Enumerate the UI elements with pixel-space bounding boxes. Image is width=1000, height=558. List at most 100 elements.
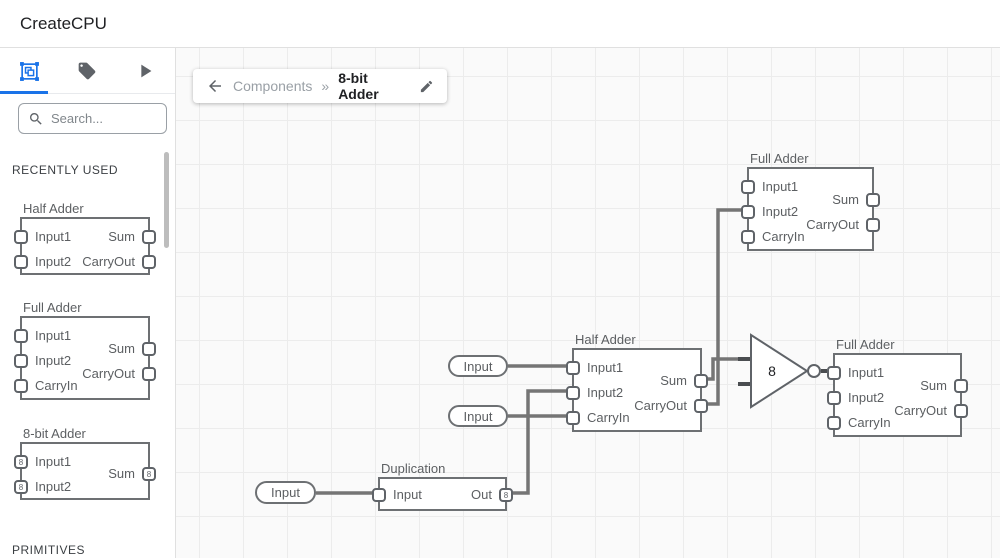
node-half-adder[interactable]: Half Adder Input1 Input2 CarryIn Sum Car… bbox=[566, 332, 708, 432]
input-port[interactable] bbox=[566, 386, 580, 400]
port-label: CarryOut bbox=[82, 254, 135, 269]
node-title: 8-bit Adder bbox=[23, 426, 86, 441]
breadcrumb-separator: » bbox=[321, 78, 330, 94]
port-label: CarryOut bbox=[82, 366, 135, 381]
port-label: CarryIn bbox=[35, 378, 78, 393]
output-port[interactable]: 8 bbox=[142, 467, 156, 481]
input-port[interactable] bbox=[741, 205, 755, 219]
sidebar-tabs bbox=[0, 48, 175, 94]
search-input[interactable] bbox=[51, 111, 156, 126]
buffer-width-label: 8 bbox=[768, 363, 776, 379]
breadcrumb-parent[interactable]: Components bbox=[233, 78, 313, 94]
port-label: Sum bbox=[660, 373, 687, 388]
port-label: CarryOut bbox=[806, 217, 859, 232]
port-label: Input1 bbox=[35, 454, 72, 469]
preview-8bit-adder[interactable]: 8-bit Adder 8 8 8 Input1 Input2 Sum bbox=[14, 426, 156, 500]
input-port[interactable] bbox=[827, 391, 841, 405]
output-port[interactable] bbox=[142, 342, 156, 356]
components-icon bbox=[19, 61, 39, 81]
input-port[interactable] bbox=[14, 230, 28, 244]
port-label: Input2 bbox=[35, 353, 72, 368]
search-icon bbox=[29, 112, 42, 125]
active-tab-indicator bbox=[0, 91, 48, 94]
output-port[interactable] bbox=[866, 193, 880, 207]
output-port[interactable]: 8 bbox=[499, 488, 513, 502]
node-title: Full Adder bbox=[23, 300, 82, 315]
node-full-adder-top[interactable]: Full Adder Input1 Input2 CarryIn Sum Car… bbox=[741, 151, 880, 251]
input-port[interactable] bbox=[827, 366, 841, 380]
breadcrumb: Components » 8-bit Adder bbox=[193, 69, 447, 103]
port-label: CarryOut bbox=[634, 398, 687, 413]
port-label: Input1 bbox=[762, 179, 799, 194]
port-label: Input1 bbox=[848, 365, 885, 380]
input-port[interactable] bbox=[741, 180, 755, 194]
bus-width-badge: 8 bbox=[146, 469, 152, 479]
edit-name-button[interactable] bbox=[419, 79, 434, 94]
port-label: CarryIn bbox=[848, 415, 891, 430]
section-recently-used: RECENTLY USED bbox=[12, 163, 119, 177]
port-label: Out bbox=[471, 487, 492, 502]
app-title: CreateCPU bbox=[20, 13, 107, 33]
port-label: Input1 bbox=[587, 360, 624, 375]
tag-icon bbox=[78, 62, 96, 80]
input-port[interactable] bbox=[741, 230, 755, 244]
tab-components[interactable] bbox=[0, 48, 58, 94]
preview-half-adder[interactable]: Half Adder Input1 Input2 Sum CarryOut bbox=[14, 201, 156, 275]
node-duplication[interactable]: Duplication 8 Input Out bbox=[372, 461, 513, 511]
tab-run[interactable] bbox=[116, 48, 174, 94]
bus-width-badge: 8 bbox=[18, 457, 24, 467]
input-port[interactable] bbox=[14, 354, 28, 368]
input-port[interactable] bbox=[372, 488, 386, 502]
play-icon bbox=[141, 64, 152, 78]
sidebar-scrollbar[interactable] bbox=[164, 152, 169, 248]
node-title: Full Adder bbox=[836, 337, 895, 352]
wire[interactable] bbox=[706, 208, 748, 406]
back-button[interactable] bbox=[206, 77, 224, 95]
port-label: Input2 bbox=[35, 479, 72, 494]
port-label: Input2 bbox=[762, 204, 799, 219]
node-title: Full Adder bbox=[750, 151, 809, 166]
port-label: CarryIn bbox=[762, 229, 805, 244]
node-title: Half Adder bbox=[575, 332, 636, 347]
wire[interactable] bbox=[512, 389, 573, 495]
output-port[interactable] bbox=[954, 379, 968, 393]
input-port[interactable] bbox=[14, 255, 28, 269]
output-port[interactable] bbox=[142, 255, 156, 269]
search-box bbox=[18, 103, 167, 134]
wire[interactable] bbox=[706, 357, 750, 381]
pill-label: Input bbox=[463, 408, 493, 424]
input-pill[interactable]: Input bbox=[448, 405, 508, 427]
canvas[interactable]: 8 Components » 8-bit Adder Full Adder In… bbox=[176, 48, 1000, 558]
input-pill[interactable]: Input bbox=[448, 355, 508, 377]
input-port[interactable]: 8 bbox=[14, 480, 28, 494]
port-label: Sum bbox=[108, 466, 135, 481]
preview-full-adder[interactable]: Full Adder Input1 Input2 CarryIn Sum Car… bbox=[14, 300, 156, 400]
input-pill[interactable]: Input bbox=[255, 481, 316, 504]
node-full-adder-right[interactable]: Full Adder Input1 Input2 CarryIn Sum Car… bbox=[827, 337, 968, 437]
port-label: Input1 bbox=[35, 328, 72, 343]
tab-tags[interactable] bbox=[58, 48, 116, 94]
pill-label: Input bbox=[463, 358, 493, 374]
output-port[interactable] bbox=[142, 230, 156, 244]
input-port[interactable] bbox=[566, 411, 580, 425]
input-port[interactable] bbox=[14, 329, 28, 343]
input-port[interactable] bbox=[827, 416, 841, 430]
output-port[interactable] bbox=[694, 374, 708, 388]
output-port[interactable] bbox=[694, 399, 708, 413]
output-port[interactable] bbox=[142, 367, 156, 381]
output-port[interactable] bbox=[954, 404, 968, 418]
input-port[interactable] bbox=[14, 379, 28, 393]
pill-label: Input bbox=[271, 485, 300, 500]
port-label: CarryIn bbox=[587, 410, 630, 425]
input-port[interactable]: 8 bbox=[14, 455, 28, 469]
output-port[interactable] bbox=[866, 218, 880, 232]
node-title: Half Adder bbox=[23, 201, 84, 216]
port-label: Input2 bbox=[587, 385, 624, 400]
bus-width-badge: 8 bbox=[18, 482, 24, 492]
port-label: Input2 bbox=[35, 254, 72, 269]
app-header: CreateCPU bbox=[0, 0, 1000, 48]
buffer-triangle[interactable] bbox=[750, 333, 809, 409]
port-label: Input1 bbox=[35, 229, 72, 244]
input-port[interactable] bbox=[566, 361, 580, 375]
node-title: Duplication bbox=[381, 461, 446, 476]
